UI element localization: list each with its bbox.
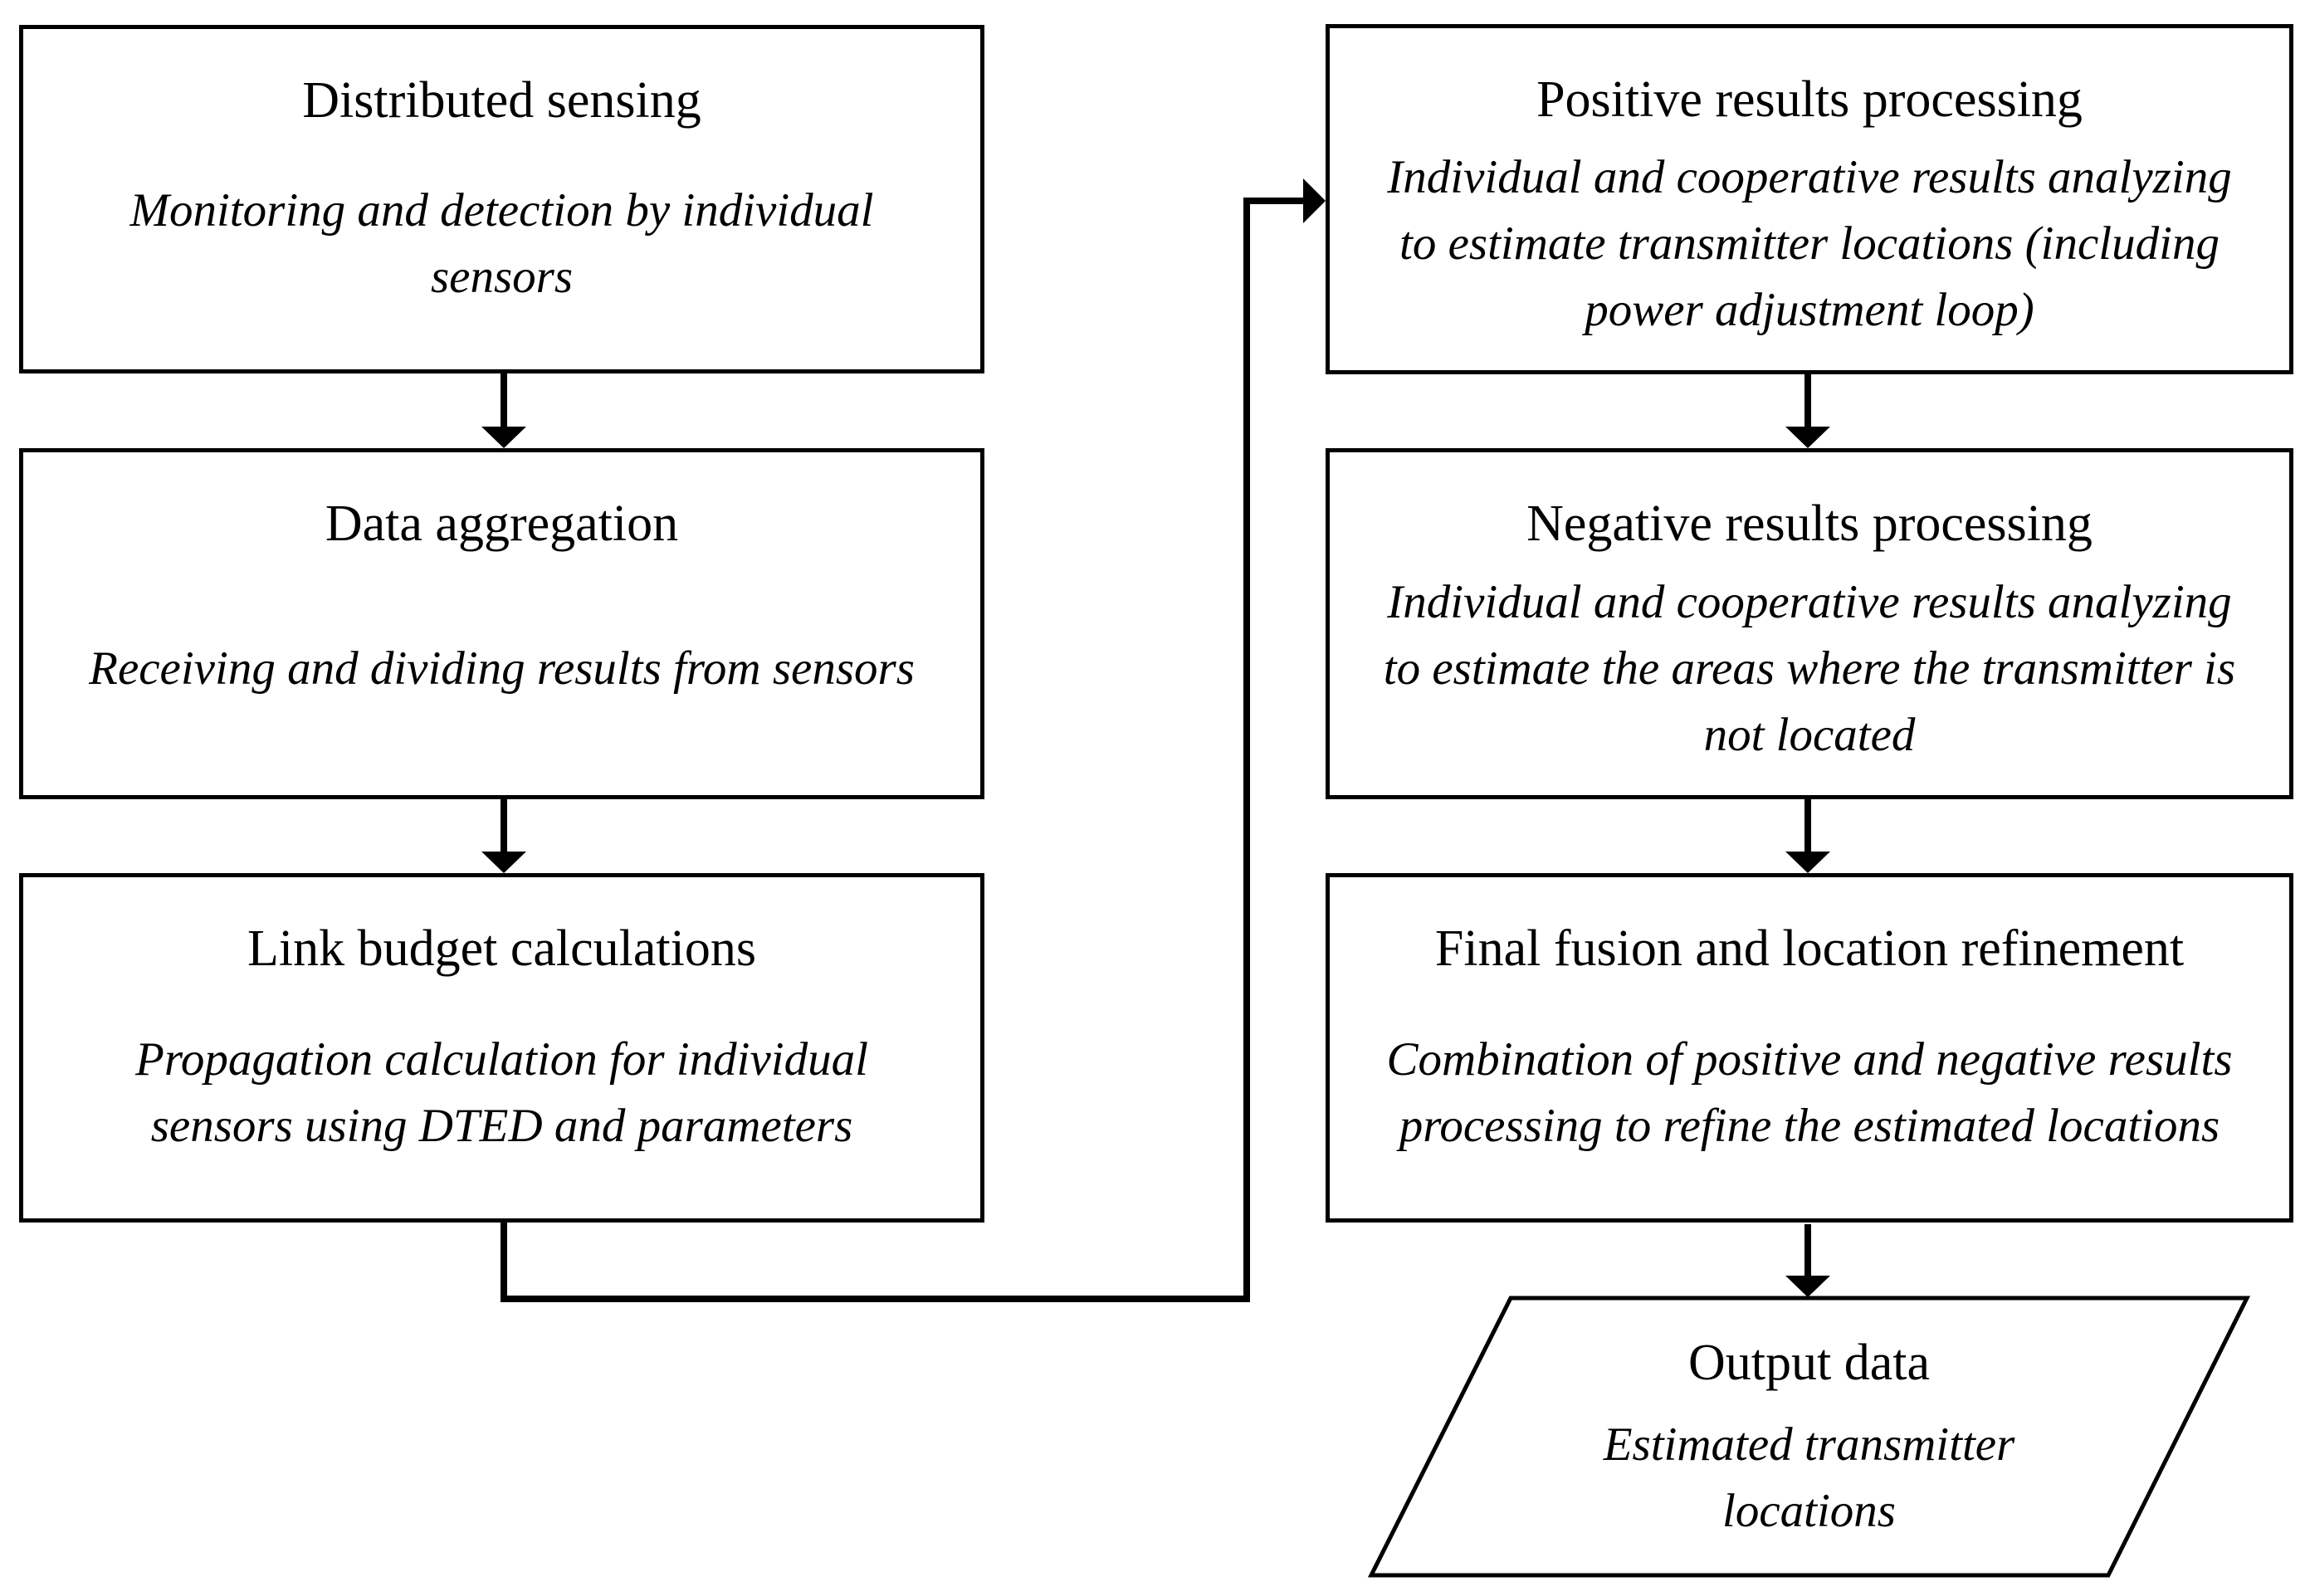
node-body-line: Combination of positive and negative res…: [1386, 1032, 2233, 1086]
node-body-line: to estimate transmitter locations (inclu…: [1399, 217, 2220, 270]
node-body: Monitoring and detection by individual s…: [113, 130, 890, 369]
node-body-line: power adjustment loop): [1585, 284, 2034, 336]
node-body: Propagation calculation for individual s…: [119, 979, 885, 1218]
node-body: Combination of positive and negative res…: [1370, 979, 2249, 1218]
node-body-line: sensors: [430, 251, 574, 303]
node-body-line: sensors using DTED and parameters: [150, 1099, 853, 1152]
node-positive-results-processing: Positive results processing Individual a…: [1326, 24, 2293, 374]
node-output-data: Output data Estimated transmitter locati…: [1371, 1298, 2247, 1575]
arrow-distributed-to-aggregation: [481, 373, 526, 448]
node-body-line: Individual and cooperative results analy…: [1387, 575, 2232, 628]
arrow-aggregation-to-linkbudget: [481, 799, 526, 873]
node-body-line: Monitoring and detection by individual: [129, 184, 874, 237]
arrow-fusion-to-output: [1785, 1224, 1830, 1297]
node-data-aggregation: Data aggregation Receiving and dividing …: [19, 448, 984, 799]
node-title: Positive results processing: [1536, 71, 2083, 128]
node-body-line: Receiving and dividing results from sens…: [89, 642, 915, 695]
output-data-parallelogram: [1367, 1296, 2251, 1578]
node-title: Data aggregation: [325, 495, 679, 552]
node-body-line: processing to refine the estimated locat…: [1399, 1099, 2220, 1152]
node-title: Final fusion and location refinement: [1434, 920, 2185, 977]
node-body: Individual and cooperative results analy…: [1367, 554, 2252, 795]
arrow-linkbudget-to-positive: [501, 178, 1326, 1302]
node-body-line: Estimated transmitter: [1603, 1418, 2015, 1471]
node-link-budget-calculations: Link budget calculations Propagation cal…: [19, 873, 984, 1223]
node-body-line: Individual and cooperative results analy…: [1387, 151, 2232, 203]
node-body: Receiving and dividing results from sens…: [72, 554, 931, 795]
arrow-negative-to-fusion: [1785, 799, 1830, 873]
node-title: Distributed sensing: [302, 72, 701, 129]
arrow-positive-to-negative: [1785, 374, 1830, 448]
node-body-line: locations: [1721, 1485, 1896, 1537]
node-body: Individual and cooperative results analy…: [1370, 129, 2248, 370]
node-body-line: to estimate the areas where the transmit…: [1383, 642, 2236, 695]
node-title: Link budget calculations: [247, 920, 756, 977]
node-body-line: Propagation calculation for individual: [135, 1032, 868, 1086]
node-final-fusion: Final fusion and location refinement Com…: [1326, 873, 2293, 1223]
node-title: Negative results processing: [1526, 495, 2093, 552]
node-body-line: not located: [1703, 708, 1916, 761]
node-distributed-sensing: Distributed sensing Monitoring and detec…: [19, 25, 984, 373]
node-negative-results-processing: Negative results processing Individual a…: [1326, 448, 2293, 799]
node-title: Output data: [1688, 1335, 1930, 1391]
node-body: Estimated transmitter locations: [1587, 1393, 2032, 1575]
